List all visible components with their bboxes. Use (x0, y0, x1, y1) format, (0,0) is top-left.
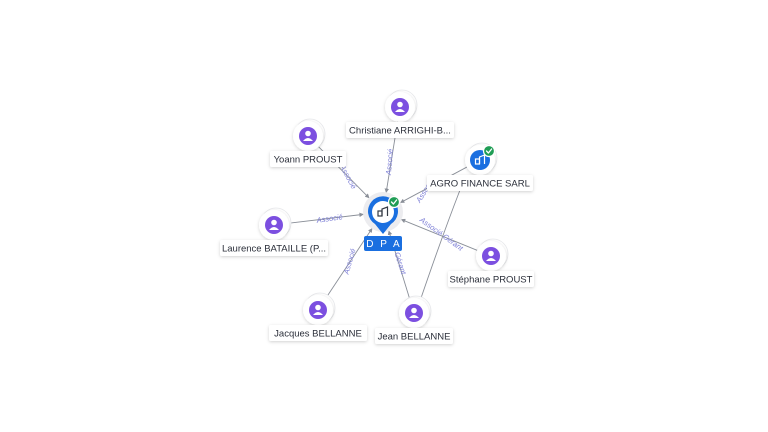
node-label: Jean BELLANNE (375, 328, 453, 344)
person-icon-head (271, 219, 277, 226)
verified-icon (387, 195, 401, 209)
node-label: Yoann PROUST (270, 151, 346, 167)
node-christiane[interactable]: Christiane ARRIGHI-B... (346, 89, 454, 138)
node-agro[interactable]: AGRO FINANCE SARL (427, 142, 533, 191)
node-jean[interactable]: Jean BELLANNE (375, 295, 453, 344)
edge-stephane (400, 218, 481, 252)
node-label-bg (346, 122, 454, 138)
edge-label-jean: Gérant (393, 251, 409, 276)
node-jacques[interactable]: Jacques BELLANNE (269, 292, 367, 341)
edge-label-laurence: Associé (315, 212, 343, 225)
person-icon-body (313, 312, 323, 315)
person-icon-head (488, 250, 494, 257)
center-label: D P A (366, 239, 401, 250)
person-icon-body (269, 227, 279, 230)
center-node[interactable]: D P A (363, 192, 403, 251)
edge-label-jacques: Associé (341, 247, 357, 276)
edge-label-christiane: Associé (384, 148, 395, 176)
node-label-text: Jean BELLANNE (378, 332, 451, 343)
node-label: Jacques BELLANNE (269, 325, 367, 341)
node-label-text: AGRO FINANCE SARL (430, 179, 530, 190)
node-label: Laurence BATAILLE (P... (220, 240, 328, 256)
node-label-text: Stéphane PROUST (450, 275, 533, 286)
node-label-text: Laurence BATAILLE (P... (222, 244, 326, 255)
person-icon-head (315, 304, 321, 311)
node-stephane[interactable]: Stéphane PROUST (448, 238, 534, 287)
node-label-text: Jacques BELLANNE (274, 329, 362, 340)
building-icon (377, 206, 389, 217)
node-label-bg (427, 175, 533, 191)
building-icon-tower (478, 154, 486, 164)
person-icon-head (305, 130, 311, 137)
node-yoann[interactable]: Yoann PROUST (270, 118, 346, 167)
edge-laurence (285, 212, 364, 225)
person-icon-body (395, 109, 405, 112)
node-label-bg (269, 325, 367, 341)
verified-icon (482, 144, 496, 158)
node-label-text: Christiane ARRIGHI-B... (349, 126, 451, 137)
node-label-bg (270, 151, 346, 167)
node-laurence[interactable]: Laurence BATAILLE (P... (220, 207, 328, 256)
node-label: AGRO FINANCE SARL (427, 175, 533, 191)
person-icon-head (411, 307, 417, 314)
edge-jean-agro (419, 189, 461, 302)
person-icon-head (397, 101, 403, 108)
node-label: Christiane ARRIGHI-B... (346, 122, 454, 138)
center-pin-inner (372, 201, 394, 223)
edge-label-stephane: Associé Gérant (417, 215, 465, 254)
node-label-bg (220, 240, 328, 256)
node-label-bg (375, 328, 453, 344)
person-icon-body (303, 138, 313, 141)
center-label-bg (364, 236, 402, 251)
person-icon-body (409, 315, 419, 318)
node-label: Stéphane PROUST (448, 271, 534, 287)
nodes-layer: Christiane ARRIGHI-B... Yoann PROUST AGRO … (220, 89, 534, 344)
person-icon-body (486, 258, 496, 261)
node-label-bg (448, 271, 534, 287)
node-label-text: Yoann PROUST (274, 155, 343, 166)
